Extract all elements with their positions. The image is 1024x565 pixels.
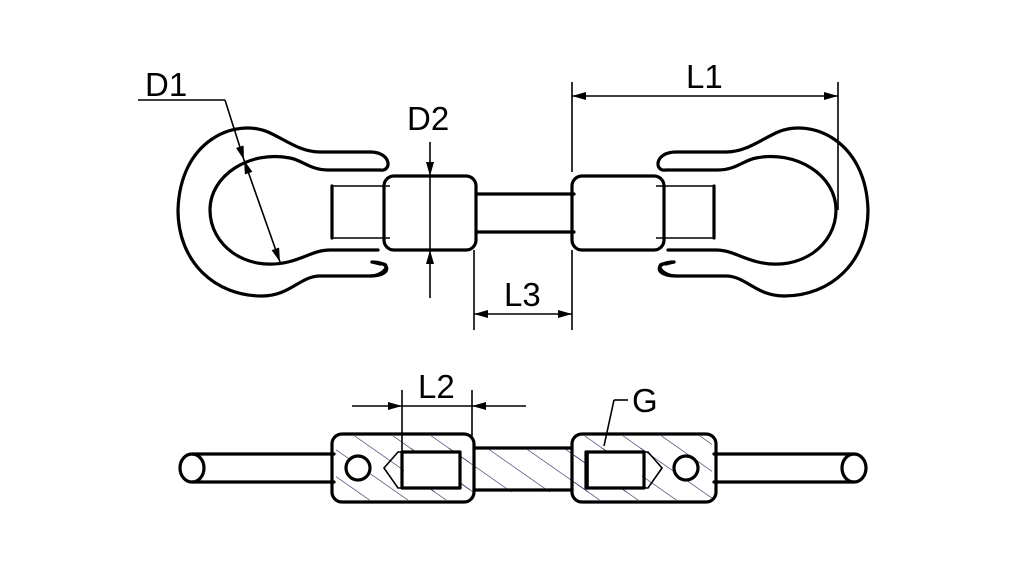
right-barrel	[570, 174, 666, 252]
l3-label: L3	[504, 276, 541, 313]
center-shaft	[474, 192, 576, 234]
g-label: G	[632, 382, 658, 419]
right-body	[570, 432, 718, 504]
l2-dimension	[352, 390, 526, 452]
top-view: D1 D2 L1 L3	[138, 58, 870, 330]
l1-dimension	[571, 82, 839, 210]
section-view: L2 G	[178, 368, 868, 504]
left-body	[330, 432, 476, 504]
l1-label: L1	[686, 58, 723, 95]
right-rod	[712, 452, 868, 484]
l2-label: L2	[418, 368, 455, 405]
left-rod	[178, 452, 336, 484]
d1-dimension	[138, 99, 281, 263]
d2-label: D2	[407, 100, 449, 137]
l3-dimension	[473, 250, 573, 330]
left-eye	[176, 126, 390, 298]
d1-label: D1	[145, 66, 187, 103]
g-leader	[603, 399, 628, 447]
right-eye	[656, 126, 870, 298]
